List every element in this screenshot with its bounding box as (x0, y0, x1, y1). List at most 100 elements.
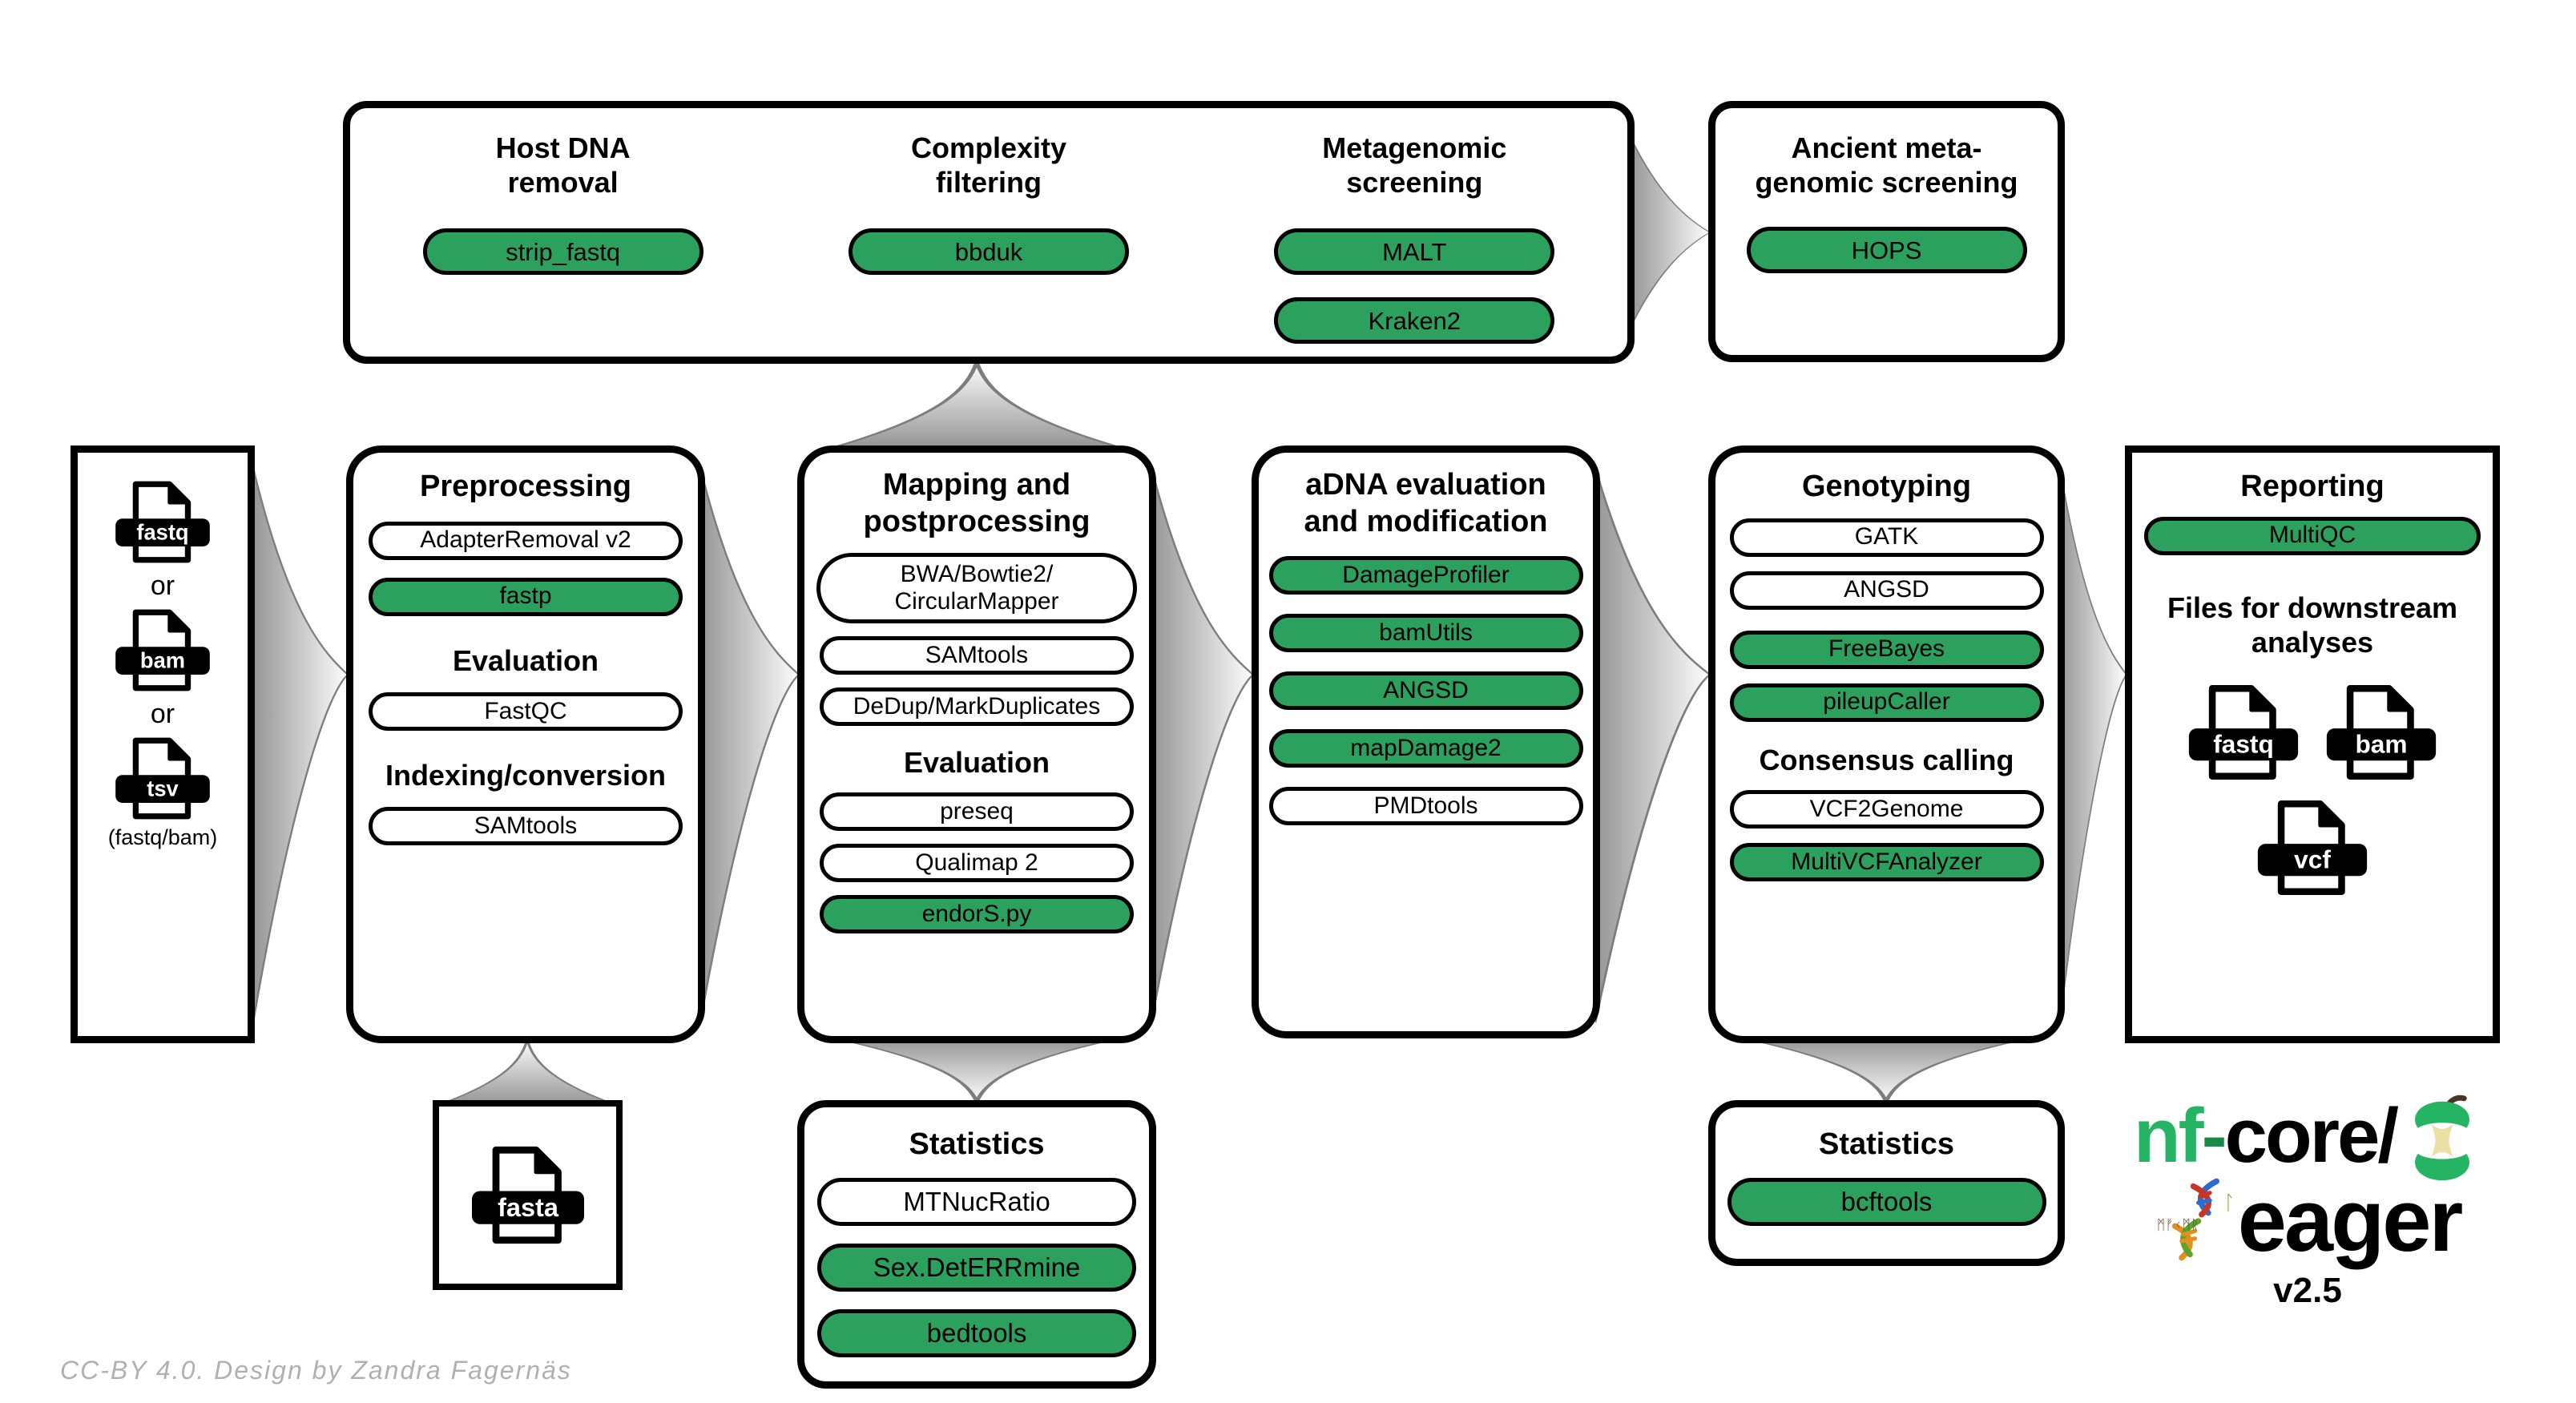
tool-pill-hops: HOPS (1746, 227, 2027, 274)
fastq-file-icon: fastq (2188, 684, 2299, 780)
tool-pill-damageprofiler: DamageProfiler (1268, 556, 1583, 595)
svg-text:fasta: fasta (498, 1193, 559, 1222)
logo-eager-text: eager (2237, 1171, 2464, 1270)
stage-title: Metagenomic screening (1322, 131, 1507, 200)
flow-arrow-fasta-to-preprocessing (438, 1039, 616, 1104)
tool-pill-vcf2genome: VCF2Genome (1729, 789, 2044, 828)
tool-pill-samtools: SAMtools (369, 806, 683, 845)
logo-core-text: core/ (2224, 1093, 2399, 1179)
flow-arrow-screening-to-ancient (1630, 135, 1710, 329)
tool-pill-multivcfanalyzer: MultiVCFAnalyzer (1729, 842, 2044, 881)
tool-pill-adapterremoval: AdapterRemoval v2 (369, 521, 683, 560)
tool-pill-fastqc: FastQC (369, 691, 683, 731)
logo-line-1: nf-core/ (2133, 1093, 2481, 1183)
or-separator: or (150, 699, 175, 729)
tool-pill-gatk: GATK (1729, 518, 2044, 557)
svg-text:fastq: fastq (2213, 730, 2274, 759)
flow-arrow-preprocessing-to-mapping (700, 467, 799, 1023)
svg-text:bam: bam (2355, 730, 2407, 759)
stage-host-dna-removal: Host DNA removal strip_fastq (350, 131, 776, 357)
stage-title: Mapping and postprocessing (863, 468, 1090, 538)
tool-pill-bwa-bowtie2-circularmapper: BWA/Bowtie2/ CircularMapper (816, 553, 1137, 624)
nf-core-eager-logo: nf-core/ ᛗᚠᚲᛗᚱ ᛚ eager (2099, 1093, 2516, 1311)
fasta-file-icon: fasta (471, 1146, 584, 1244)
tool-pill-endors-py: endorS.py (820, 895, 1134, 934)
stage-subtitle-indexing: Indexing/conversion (385, 758, 667, 792)
tool-pill-mapdamage2: mapDamage2 (1268, 729, 1583, 768)
svg-text:vcf: vcf (2294, 845, 2331, 874)
flow-arrow-mapping-to-screening (831, 362, 1123, 447)
logo-dash-text: - (2201, 1093, 2227, 1179)
downstream-files-row: fastq bam (2185, 683, 2440, 781)
statistics-genotyping-box: Statistics bcftools (1708, 1100, 2065, 1266)
tool-pill-qualimap2: Qualimap 2 (820, 844, 1134, 883)
mapping-stage-box: Mapping and postprocessing BWA/Bowtie2/ … (797, 445, 1156, 1043)
stage-title: Statistics (909, 1127, 1045, 1161)
screening-stage-box: Host DNA removal strip_fastq Complexity … (343, 101, 1635, 364)
stage-title: aDNA evaluation and modification (1304, 468, 1548, 538)
bam-file-icon: bam (2326, 684, 2437, 780)
svg-text:tsv: tsv (147, 776, 179, 801)
flow-arrow-adna-to-genotyping (1595, 467, 1710, 1023)
bam-file-icon: bam (115, 609, 210, 691)
genotyping-stage-box: Genotyping GATK ANGSD FreeBayes pileupCa… (1708, 445, 2065, 1043)
logo-version-text: v2.5 (2273, 1270, 2342, 1310)
tool-pill-fastp: fastp (369, 577, 683, 616)
flow-arrow-genotyping-to-reporting (2060, 467, 2127, 1023)
stage-title: Preprocessing (420, 470, 631, 503)
stage-title: Genotyping (1801, 470, 1972, 503)
flow-arrow-mapping-to-adna (1151, 467, 1253, 1023)
tool-pill-bedtools: bedtools (817, 1308, 1136, 1357)
adna-stage-box: aDNA evaluation and modification DamageP… (1252, 445, 1600, 1038)
tool-pill-bamutils: bamUtils (1268, 614, 1583, 653)
tool-pill-bbduk: bbduk (848, 228, 1129, 276)
svg-text:bam: bam (140, 648, 185, 673)
rune-accent-text: ᛚ (2223, 1191, 2235, 1214)
stage-title: Complexity filtering (910, 131, 1067, 200)
preprocessing-stage-box: Preprocessing AdapterRemoval v2 fastp Ev… (346, 445, 705, 1043)
ancient-screening-stage-box: Ancient meta- genomic screening HOPS (1708, 101, 2065, 362)
tool-pill-pmdtools: PMDtools (1268, 787, 1583, 826)
stage-subtitle-downstream-files: Files for downstream analyses (2167, 591, 2458, 659)
tool-pill-dedup-markduplicates: DeDup/MarkDuplicates (820, 687, 1134, 727)
flow-arrow-input-to-preprocessing (253, 467, 348, 1023)
stage-metagenomic-screening: Metagenomic screening MALT Kraken2 (1202, 131, 1627, 357)
tool-pill-strip-fastq: strip_fastq (422, 228, 703, 276)
flow-arrow-genotyping-to-statistics (1740, 1038, 2032, 1102)
tsv-file-icon: tsv (115, 737, 210, 820)
dna-helix-icon: ᛗᚠᚲᛗᚱ ᛚ (2156, 1178, 2235, 1261)
stage-subtitle-consensus-calling: Consensus calling (1759, 743, 2014, 776)
or-separator: or (150, 570, 175, 601)
tool-pill-kraken2: Kraken2 (1274, 297, 1555, 345)
tool-pill-mtnucratio: MTNucRatio (817, 1177, 1136, 1226)
tool-pill-malt: MALT (1274, 228, 1555, 276)
reporting-stage-box: Reporting MultiQC Files for downstream a… (2125, 445, 2500, 1043)
tool-pill-bcftools: bcftools (1727, 1177, 2046, 1226)
statistics-mapping-box: Statistics MTNucRatio Sex.DetERRmine bed… (797, 1100, 1156, 1389)
tool-pill-sex-deterrmine: Sex.DetERRmine (817, 1243, 1136, 1292)
flow-arrow-mapping-to-statistics (831, 1038, 1123, 1102)
stage-title: Ancient meta- genomic screening (1755, 131, 2018, 200)
stage-title: Statistics (1819, 1127, 1954, 1161)
logo-brand-text: nf-core/ (2133, 1093, 2399, 1179)
stage-subtitle-evaluation: Evaluation (903, 746, 1050, 780)
stage-title: Reporting (2240, 470, 2385, 503)
logo-nf-text: nf (2133, 1093, 2204, 1179)
input-files-box: fastq or bam or tsv (fastq/bam) (71, 445, 255, 1043)
tool-pill-preseq: preseq (820, 792, 1134, 832)
tool-pill-samtools: SAMtools (820, 636, 1134, 675)
tool-pill-angsd: ANGSD (1268, 671, 1583, 711)
fasta-reference-box: fasta (433, 1100, 623, 1290)
vcf-file-icon: vcf (2257, 800, 2368, 895)
runes-text: ᛗᚠᚲᛗᚱ (2156, 1216, 2199, 1232)
tool-pill-freebayes: FreeBayes (1729, 630, 2044, 669)
tool-pill-multiqc: MultiQC (2144, 516, 2481, 555)
license-credit-text: CC-BY 4.0. Design by Zandra Fagernäs (60, 1356, 572, 1385)
stage-subtitle-evaluation: Evaluation (452, 643, 599, 677)
fastq-file-icon: fastq (115, 481, 210, 563)
logo-line-2: ᛗᚠᚲᛗᚱ ᛚ eager (2155, 1171, 2464, 1270)
stage-complexity-filtering: Complexity filtering bbduk (776, 131, 1201, 357)
apple-core-icon (2415, 1095, 2469, 1181)
svg-text:fastq: fastq (136, 520, 188, 545)
